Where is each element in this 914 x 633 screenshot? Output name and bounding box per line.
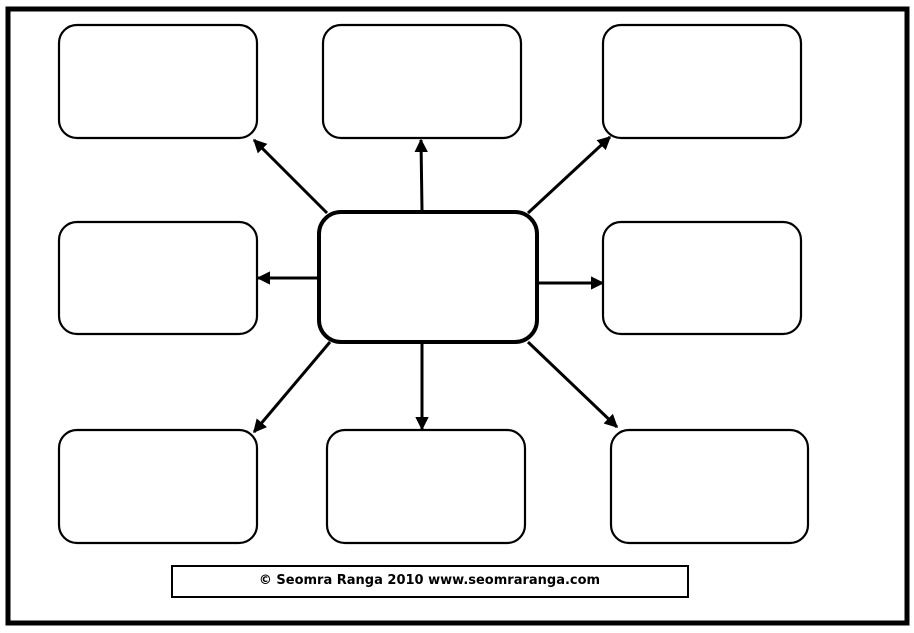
arrow-to-top-center <box>414 138 428 212</box>
box-top-center <box>321 23 523 140</box>
box-top-right <box>601 23 803 140</box>
box-bottom-right <box>609 428 810 545</box>
arrow-to-top-left <box>252 138 329 215</box>
arrow-to-bottom-right <box>526 340 619 429</box>
footer-credit: © Seomra Ranga 2010 www.seomraranga.com <box>258 573 601 588</box>
box-top-left <box>57 23 259 140</box>
arrow-to-top-right <box>526 135 612 215</box>
footer-box <box>171 565 689 598</box>
box-middle-left <box>57 220 259 336</box>
box-bottom-center <box>325 428 527 545</box>
box-middle-right <box>601 220 803 336</box>
box-bottom-left <box>57 428 259 545</box>
arrow-to-bottom-left <box>252 341 332 434</box>
box-center <box>317 210 539 344</box>
outer-border <box>5 6 910 626</box>
